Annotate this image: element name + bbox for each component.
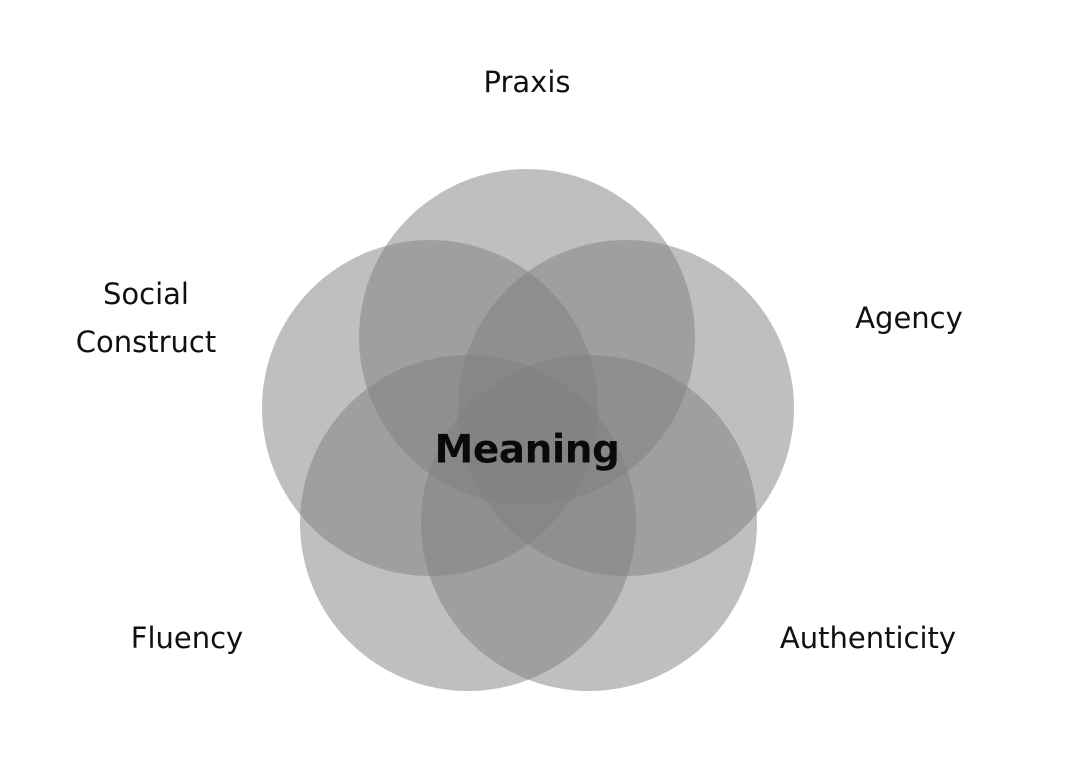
- label-social-construct-line-1: Social: [103, 277, 189, 311]
- label-social-construct-line-2: Construct: [75, 325, 217, 359]
- circle-authenticity: [421, 355, 757, 691]
- label-authenticity: Authenticity: [779, 621, 957, 655]
- label-praxis: Praxis: [483, 65, 571, 99]
- label-fluency: Fluency: [130, 621, 244, 655]
- center-label-meaning: Meaning: [434, 427, 620, 473]
- label-social-construct: Social Construct: [76, 270, 216, 366]
- label-agency: Agency: [855, 301, 963, 335]
